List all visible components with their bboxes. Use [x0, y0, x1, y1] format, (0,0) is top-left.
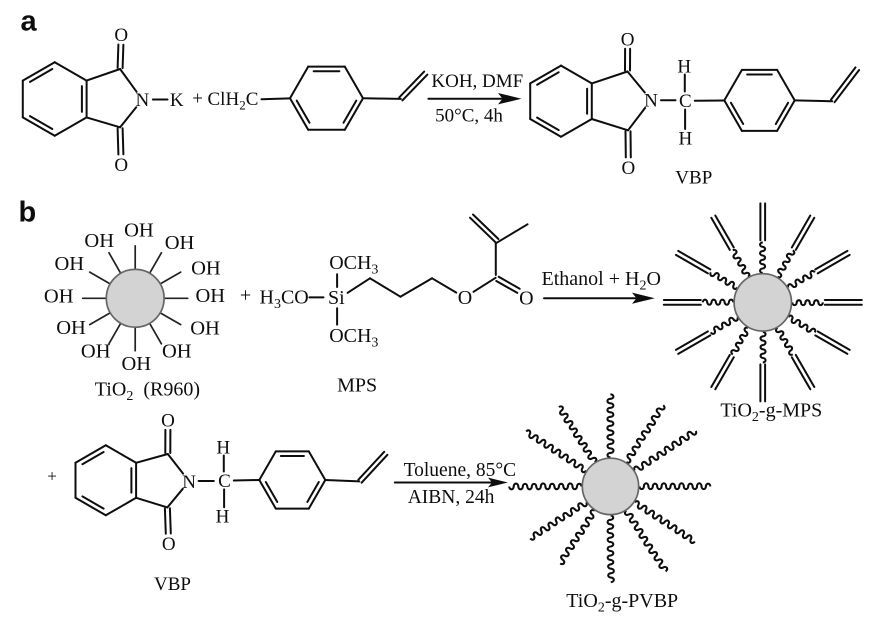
svg-text:OH: OH — [56, 317, 86, 339]
svg-text:OH: OH — [81, 340, 111, 362]
svg-text:VBP: VBP — [675, 168, 712, 189]
svg-text:OH: OH — [84, 230, 114, 252]
svg-text:Toluene, 85°C: Toluene, 85°C — [404, 460, 517, 481]
svg-text:O: O — [161, 410, 175, 431]
svg-text:ClH2​C: ClH2​C — [208, 89, 259, 113]
svg-text:Si: Si — [328, 287, 345, 309]
svg-text:OH: OH — [195, 285, 225, 307]
svg-text:O: O — [458, 287, 472, 309]
svg-text:OH: OH — [190, 318, 220, 340]
svg-text:O: O — [114, 25, 128, 46]
svg-text:+: + — [240, 285, 251, 307]
svg-text:OCH3​: OCH3​ — [329, 252, 378, 278]
svg-text:O: O — [519, 287, 533, 309]
svg-text:OH: OH — [44, 285, 74, 307]
svg-text:OH: OH — [124, 220, 154, 242]
svg-text:MPS: MPS — [337, 374, 377, 396]
svg-text:C: C — [218, 471, 231, 492]
svg-text:KOH, DMF: KOH, DMF — [431, 71, 523, 92]
svg-text:50°C, 4h: 50°C, 4h — [435, 105, 503, 126]
svg-text:C: C — [679, 91, 692, 112]
svg-text:b: b — [19, 197, 37, 229]
svg-text:OH: OH — [162, 340, 192, 362]
svg-text:TiO2​-g-MPS: TiO2​-g-MPS — [720, 400, 822, 426]
svg-text:O: O — [162, 534, 176, 555]
svg-text:a: a — [21, 6, 38, 38]
svg-text:OH: OH — [191, 258, 221, 280]
svg-text:H: H — [216, 438, 230, 459]
svg-text:+: + — [192, 89, 203, 110]
svg-text:TiO2​ (R960): TiO2​ (R960) — [95, 378, 200, 404]
svg-text:N: N — [644, 91, 658, 112]
svg-text:H3​CO: H3​CO — [260, 286, 309, 312]
svg-text:O: O — [622, 158, 636, 179]
svg-text:N: N — [182, 472, 196, 493]
svg-text:VBP: VBP — [154, 574, 191, 595]
svg-text:K: K — [170, 90, 184, 111]
svg-text:AIBN, 24h: AIBN, 24h — [408, 487, 495, 508]
svg-text:OH: OH — [165, 232, 195, 254]
svg-text:H: H — [679, 128, 693, 149]
svg-text:H: H — [216, 506, 230, 527]
svg-text:TiO2​-g-PVBP: TiO2​-g-PVBP — [566, 590, 678, 616]
svg-text:N: N — [136, 90, 150, 111]
svg-text:O: O — [621, 29, 635, 50]
svg-text:OH: OH — [121, 353, 151, 375]
svg-text:OCH3​: OCH3​ — [329, 325, 378, 351]
svg-text:O: O — [114, 155, 128, 176]
svg-text:+: + — [47, 466, 57, 485]
svg-text:H: H — [677, 57, 691, 78]
svg-text:OH: OH — [54, 253, 84, 275]
